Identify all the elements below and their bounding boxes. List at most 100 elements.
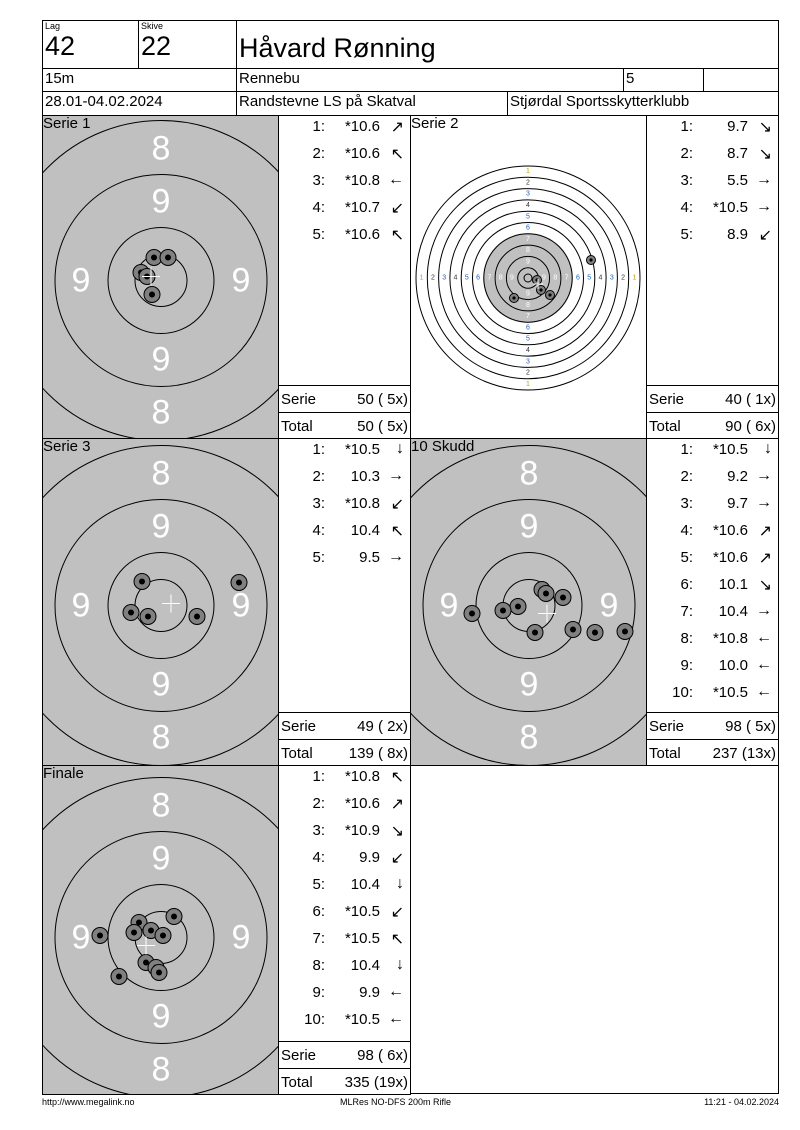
shot-score: *10.8 [344,768,380,785]
ring-number: 9 [232,919,251,957]
total-score: 50 ( 5x) [357,418,408,435]
shot-score: *10.8 [712,630,748,647]
shot-score: *10.5 [344,1011,380,1028]
shot-score: *10.6 [712,522,748,539]
shot-hole [133,573,151,590]
score-list: 1:*10.5↓2:10.3→3:*10.8↙4:10.4↖5:9.5→Seri… [278,438,411,766]
ring-number: 3 [526,358,530,365]
shot-direction-arrow-icon: ↙ [390,904,404,921]
shot-direction-arrow-icon: ↙ [758,227,772,244]
event: Randstevne LS på Skatval [239,93,416,110]
ring-number: 8 [152,130,171,168]
lag-value: 42 [45,31,76,61]
shot-score: 10.4 [718,603,748,620]
shot-direction-arrow-icon: ← [388,1010,404,1027]
ring-number: 8 [152,394,171,432]
shot-direction-arrow-icon: → [756,198,772,215]
shot-number: 4: [312,199,325,216]
shot-score: 8.9 [727,226,748,243]
shot-direction-arrow-icon: ↙ [390,200,404,217]
shot-hole [537,585,555,602]
shot-score: 9.7 [727,118,748,135]
distance-cell: 15m [42,68,237,92]
shot-score: *10.6 [344,795,380,812]
shot-direction-arrow-icon: ↖ [390,523,404,540]
shot-score: *10.5 [344,903,380,920]
ring-number: 9 [152,341,171,379]
shot-direction-arrow-icon: → [756,467,772,484]
shot-number: 4: [312,849,325,866]
ring [43,445,278,765]
ring-number: 8 [526,302,530,309]
total-label: Total [281,418,313,435]
shot-hole [122,604,140,621]
event-cell: Randstevne LS på Skatval [236,91,508,116]
ring-number: 9 [232,587,251,625]
ring [505,255,551,301]
shot-hole [125,924,143,941]
ring [54,831,268,1044]
ring-number: 1 [526,168,530,175]
ring-number: 2 [431,275,435,282]
shot-direction-arrow-icon: ↖ [390,227,404,244]
shot-hole [110,968,128,985]
ring-number: 8 [520,455,539,493]
shot-direction-arrow-icon: ↖ [390,146,404,163]
ring-number: 8 [152,1051,171,1089]
shot-direction-arrow-icon: ← [756,683,772,700]
shot-number: 9: [312,984,325,1001]
divider [647,739,778,740]
shot-number: 10: [672,684,693,701]
ring-number: 4 [454,275,458,282]
score-list: 1:*10.5↓2:9.2→3:9.7→4:*10.6↗5:*10.6↗6:10… [646,438,779,766]
shot-hole [616,623,634,640]
shot-hole [526,624,544,641]
ring [411,445,646,765]
club-cell: Rennebu [236,68,624,92]
group-center-cross [142,267,160,286]
shot-number: 2: [312,145,325,162]
shot-number: 8: [680,630,693,647]
shot-number: 3: [312,172,325,189]
footer-timestamp: 11:21 - 04.02.2024 [704,1097,779,1107]
shot-direction-arrow-icon: ← [756,656,772,673]
ring-number: 7 [526,313,530,320]
shot-score: *10.5 [712,199,748,216]
shot-score: 5.5 [727,172,748,189]
shot-number: 5: [680,549,693,566]
lag-label: Lag [45,21,61,31]
ring-number: 9 [152,508,171,546]
shot-direction-arrow-icon: ↓ [396,440,404,457]
shot-direction-arrow-icon: ↙ [390,850,404,867]
shot-score: 10.1 [718,576,748,593]
shot-number: 1: [312,768,325,785]
shot-number: 4: [312,522,325,539]
shot-score: *10.6 [344,226,380,243]
serie-score: 98 ( 5x) [725,718,776,735]
shot-hole [564,621,582,638]
shot-direction-arrow-icon: ↘ [758,146,772,163]
ring-number: 3 [442,275,446,282]
ring-number: 8 [553,275,557,282]
footer-url[interactable]: http://www.megalink.no [42,1097,135,1107]
shot-score: 8.7 [727,145,748,162]
total-score: 90 ( 6x) [725,418,776,435]
ring [415,165,641,391]
shot-hole [143,286,161,303]
ring [460,210,596,346]
shot-direction-arrow-icon: ↓ [764,440,772,457]
serie-label: Serie [281,718,317,735]
ring-number: 8 [152,455,171,493]
ring-number: 9 [600,587,619,625]
shot-score: 10.0 [718,657,748,674]
name-cell: Håvard Rønning [236,20,779,69]
shot-direction-arrow-icon: ↗ [758,523,772,540]
shot-score: 10.3 [350,468,380,485]
shot-score: 9.9 [359,984,380,1001]
shot-direction-arrow-icon: → [756,602,772,619]
shot-direction-arrow-icon: → [756,494,772,511]
